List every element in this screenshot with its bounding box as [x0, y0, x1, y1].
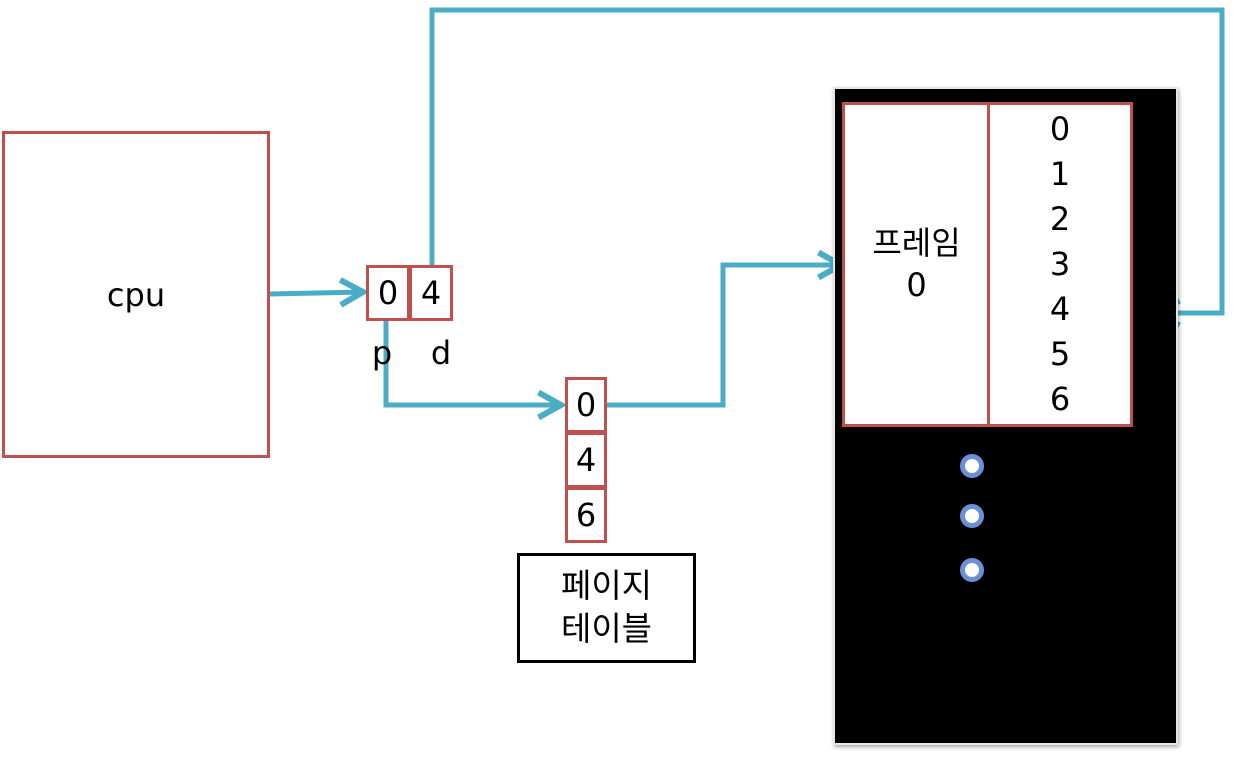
page-table-caption-line2: 테이블	[560, 609, 653, 648]
page-table-entry: 0	[565, 377, 607, 433]
frame-offset: 0	[1049, 110, 1071, 148]
frame-offset: 4	[1049, 290, 1071, 328]
frame-offsets-cell: 0 1 2 3 4 5 6	[987, 102, 1133, 427]
page-number-value: 0	[377, 274, 399, 312]
frame-offset: 1	[1049, 155, 1071, 193]
frame-offset: 3	[1049, 245, 1071, 283]
offset-cell: 4	[409, 265, 453, 321]
table-to-frame-arrow	[607, 265, 841, 408]
page-table-entry: 4	[565, 432, 607, 488]
page-table-entry: 6	[565, 487, 607, 543]
page-label: p	[371, 334, 393, 372]
frame-offset: 2	[1049, 200, 1071, 238]
ellipsis-dot	[960, 454, 984, 478]
cpu-label: cpu	[106, 275, 166, 314]
ellipsis-dot	[960, 504, 984, 528]
page-table-entry-value: 0	[575, 386, 597, 424]
page-number-cell: 0	[366, 265, 410, 321]
frame-label-cell: 프레임 0	[842, 102, 991, 427]
frame-label-line2: 0	[906, 265, 927, 304]
cpu-to-address-arrow	[269, 292, 363, 294]
page-table-caption-line1: 페이지	[560, 566, 653, 606]
frame-offset: 5	[1049, 335, 1071, 373]
offset-value: 4	[420, 274, 442, 312]
offset-to-memory-arrow	[429, 7, 1225, 313]
frame-offset: 6	[1049, 380, 1071, 418]
cpu-box: cpu	[2, 131, 270, 458]
page-to-table-arrow	[383, 320, 561, 405]
offset-label: d	[430, 334, 452, 372]
page-table-entry-value: 4	[575, 441, 597, 479]
frame-label-line1: 프레임	[872, 223, 961, 262]
page-table-caption: 페이지 테이블	[517, 553, 696, 663]
page-table-entry-value: 6	[575, 496, 597, 534]
ellipsis-dot	[960, 558, 984, 582]
